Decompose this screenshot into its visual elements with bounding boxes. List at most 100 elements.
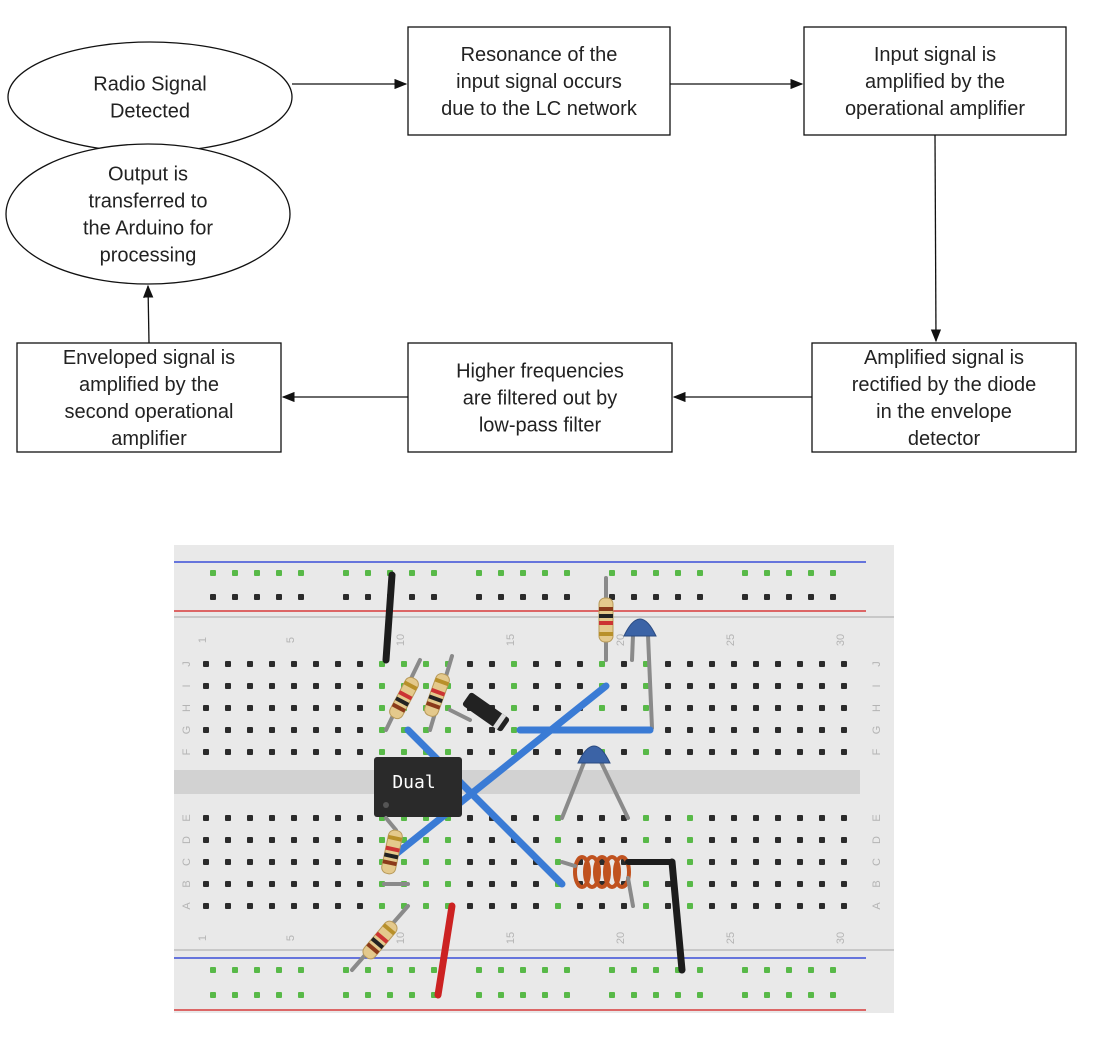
breadboard-hole xyxy=(577,815,583,821)
component-lead xyxy=(448,708,472,722)
breadboard-hole xyxy=(467,727,473,733)
breadboard-hole xyxy=(775,727,781,733)
breadboard-hole xyxy=(555,661,561,667)
row-letter: A xyxy=(181,902,193,910)
breadboard-hole xyxy=(621,661,627,667)
breadboard-hole xyxy=(731,903,737,909)
breadboard-hole xyxy=(379,683,385,689)
breadboard-hole xyxy=(533,815,539,821)
breadboard-hole xyxy=(687,705,693,711)
breadboard-hole xyxy=(269,683,275,689)
component-lead xyxy=(560,860,577,868)
breadboard-hole xyxy=(753,661,759,667)
breadboard-hole xyxy=(247,815,253,821)
breadboard-hole xyxy=(247,727,253,733)
flow-node-text: rectified by the diode xyxy=(852,374,1037,396)
breadboard-hole xyxy=(511,705,517,711)
breadboard-hole xyxy=(797,859,803,865)
breadboard-hole xyxy=(665,903,671,909)
resistor-top-2 xyxy=(424,673,450,717)
breadboard-hole xyxy=(343,992,349,998)
breadboard-hole xyxy=(665,705,671,711)
breadboard-hole xyxy=(819,705,825,711)
breadboard-hole xyxy=(467,815,473,821)
breadboard-hole xyxy=(808,594,814,600)
breadboard-hole xyxy=(819,683,825,689)
breadboard-hole xyxy=(467,749,473,755)
breadboard-hole xyxy=(555,837,561,843)
breadboard-hole xyxy=(313,881,319,887)
breadboard-hole xyxy=(564,594,570,600)
breadboard-hole xyxy=(533,903,539,909)
column-number: 15 xyxy=(505,634,517,646)
breadboard-hole xyxy=(764,967,770,973)
breadboard-hole xyxy=(409,992,415,998)
breadboard-hole xyxy=(797,661,803,667)
flow-node-text: Detected xyxy=(110,101,190,123)
column-number: 15 xyxy=(505,932,517,944)
flow-node-text: Resonance of the xyxy=(461,44,618,66)
breadboard-hole xyxy=(830,570,836,576)
breadboard-hole xyxy=(247,705,253,711)
breadboard-hole xyxy=(643,705,649,711)
breadboard-hole xyxy=(687,683,693,689)
breadboard-hole xyxy=(675,594,681,600)
breadboard-hole xyxy=(775,837,781,843)
breadboard-hole xyxy=(665,837,671,843)
breadboard-hole xyxy=(291,859,297,865)
column-number: 10 xyxy=(395,634,407,646)
breadboard-hole xyxy=(520,967,526,973)
breadboard-hole xyxy=(577,837,583,843)
capacitor-top xyxy=(623,618,657,637)
breadboard-hole xyxy=(247,903,253,909)
breadboard-hole xyxy=(387,992,393,998)
breadboard-hole xyxy=(254,967,260,973)
breadboard-hole xyxy=(489,683,495,689)
chip-label: Dual xyxy=(392,772,435,793)
breadboard-hole xyxy=(533,683,539,689)
column-number: 30 xyxy=(835,932,847,944)
breadboard-hole xyxy=(498,594,504,600)
breadboard-hole xyxy=(786,967,792,973)
breadboard-hole xyxy=(313,683,319,689)
breadboard-hole xyxy=(819,859,825,865)
breadboard-hole xyxy=(232,594,238,600)
breadboard-hole xyxy=(643,749,649,755)
flow-node-text: input signal occurs xyxy=(456,71,622,93)
breadboard-hole xyxy=(808,967,814,973)
breadboard-hole xyxy=(210,570,216,576)
breadboard-hole xyxy=(269,903,275,909)
breadboard-hole xyxy=(808,992,814,998)
breadboard-hole xyxy=(621,837,627,843)
breadboard-hole xyxy=(247,683,253,689)
breadboard-hole xyxy=(542,594,548,600)
breadboard-hole xyxy=(631,967,637,973)
blue-wire-diagonal-2 xyxy=(404,726,566,888)
flow-node-text: Higher frequencies xyxy=(456,361,624,383)
breadboard-hole xyxy=(313,727,319,733)
breadboard-hole xyxy=(225,749,231,755)
breadboard-hole xyxy=(841,837,847,843)
breadboard-hole xyxy=(753,683,759,689)
breadboard-hole xyxy=(357,661,363,667)
breadboard-hole xyxy=(489,837,495,843)
breadboard-hole xyxy=(203,815,209,821)
breadboard-hole xyxy=(841,727,847,733)
breadboard-hole xyxy=(247,881,253,887)
component-lead xyxy=(626,876,635,908)
breadboard-hole xyxy=(533,705,539,711)
breadboard-hole xyxy=(467,661,473,667)
breadboard-hole xyxy=(599,815,605,821)
breadboard-hole xyxy=(520,594,526,600)
breadboard-hole xyxy=(775,749,781,755)
flow-arrow-amplified2-to-output xyxy=(143,284,154,344)
breadboard-hole xyxy=(742,594,748,600)
component-lead xyxy=(560,758,587,820)
resistor-bottom-1 xyxy=(381,829,403,875)
breadboard-hole xyxy=(775,683,781,689)
flow-node-text: amplified by the xyxy=(79,374,219,396)
